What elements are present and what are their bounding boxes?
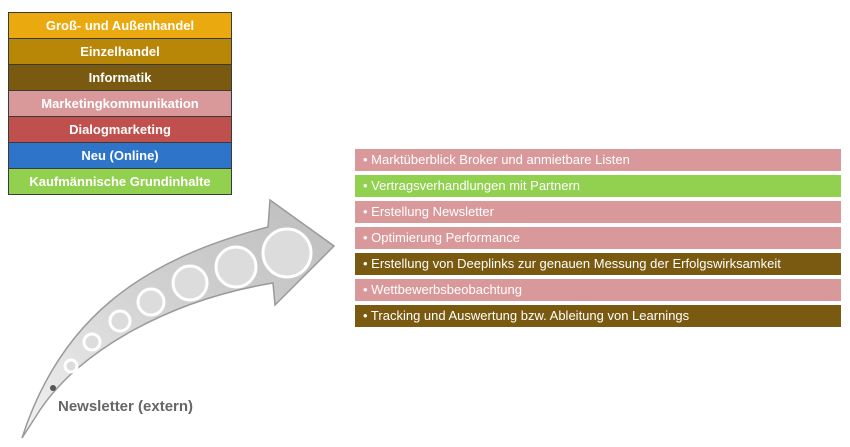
legend-item: Groß- und Außenhandel — [9, 13, 231, 39]
arrow-caption: Newsletter (extern) — [58, 398, 194, 415]
legend-item: Einzelhandel — [9, 39, 231, 65]
legend-item: Dialogmarketing — [9, 117, 231, 143]
legend-item: Neu (Online) — [9, 143, 231, 169]
bubble-group — [50, 227, 313, 391]
task-item: • Erstellung von Deeplinks zur genauen M… — [355, 253, 841, 275]
task-item: • Marktüberblick Broker und anmietbare L… — [355, 149, 841, 171]
bubble — [136, 287, 166, 317]
task-list: • Marktüberblick Broker und anmietbare L… — [355, 149, 841, 331]
task-item: • Erstellung Newsletter — [355, 201, 841, 223]
task-item: • Optimierung Performance — [355, 227, 841, 249]
task-item: • Vertragsverhandlungen mit Partnern — [355, 175, 841, 197]
bubble — [171, 264, 209, 302]
legend-item: Marketingkommunikation — [9, 91, 231, 117]
bubble — [82, 332, 102, 352]
legend-item: Kaufmännische Grundinhalte — [9, 169, 231, 195]
task-item: • Tracking und Auswertung bzw. Ableitung… — [355, 305, 841, 327]
bubble — [214, 245, 258, 289]
start-dot — [50, 385, 56, 391]
bubble — [261, 227, 313, 279]
task-item: • Wettbewerbsbeobachtung — [355, 279, 841, 301]
bubble — [108, 309, 132, 333]
bubble — [63, 358, 79, 374]
legend-item: Informatik — [9, 65, 231, 91]
